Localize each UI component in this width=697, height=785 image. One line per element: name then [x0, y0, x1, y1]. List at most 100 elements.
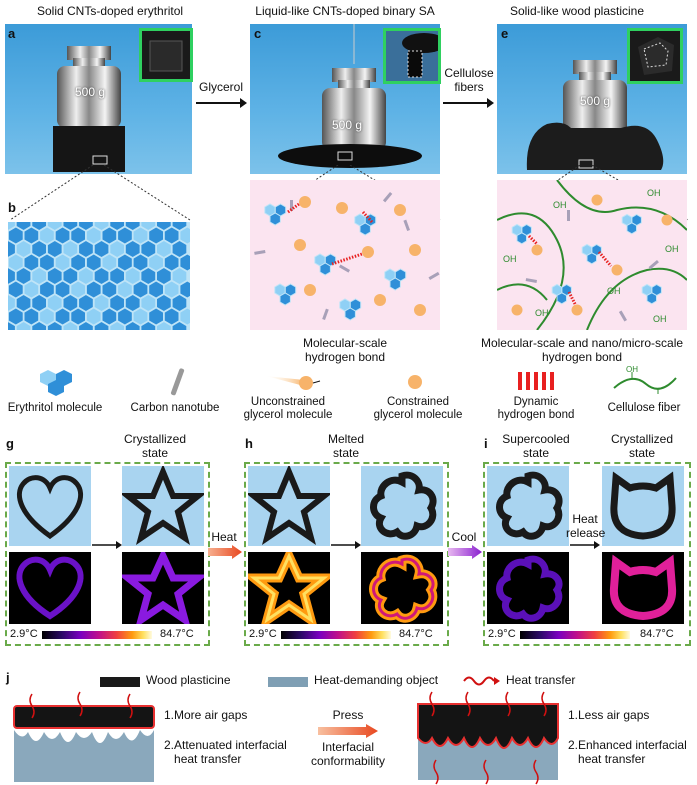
lattice-hex — [140, 239, 157, 259]
label-e: e — [501, 26, 509, 41]
title-e: Solid-like wood plasticine — [509, 4, 645, 18]
lattice-hex — [54, 280, 71, 299]
svg-text:OH: OH — [665, 244, 679, 254]
j-right-2: 2.Enhanced interfacial heat transfer — [568, 738, 687, 766]
lattice-hex — [15, 320, 32, 330]
hydrogen-bond — [527, 234, 539, 246]
lattice-hex — [8, 253, 24, 272]
lattice-hex — [46, 293, 63, 313]
lattice-hex — [156, 222, 172, 232]
lattice-hex — [124, 293, 141, 313]
lattice-hex — [117, 226, 133, 245]
svg-text:OH: OH — [653, 314, 667, 324]
glycerol-molecule — [414, 304, 426, 316]
lattice-hex — [171, 320, 188, 330]
j-left-1: 1.More air gaps — [164, 708, 248, 722]
lattice-hex — [70, 226, 86, 245]
carbon-nanotube — [618, 310, 628, 322]
lattice-hex — [626, 222, 637, 235]
lattice-hex — [39, 226, 55, 245]
lattice-hex — [279, 292, 291, 306]
hydrogen-bond — [361, 210, 374, 224]
lattice-hex — [109, 239, 125, 259]
svg-text:OH: OH — [607, 286, 621, 296]
lattice-hex — [70, 280, 86, 299]
lattice-hex — [85, 226, 102, 245]
carbon-nanotube — [254, 250, 266, 255]
lattice-hex — [148, 307, 164, 326]
legend-erythritol: Erythritol molecule — [7, 402, 103, 414]
lattice-hex — [140, 293, 157, 313]
lattice-hex — [15, 293, 32, 313]
state-h: Melted state — [327, 432, 365, 460]
arrow-cellulose — [443, 98, 494, 108]
hydrogen-bond — [597, 251, 613, 267]
lattice-hex — [70, 307, 86, 326]
weight-label-e: 500 g — [580, 94, 611, 108]
carbon-nanotube — [525, 278, 537, 283]
j-left-interface — [13, 691, 155, 782]
inset-c — [383, 28, 441, 84]
lattice-hex — [269, 212, 281, 226]
lattice-hex — [156, 293, 172, 313]
lattice-hex — [8, 222, 16, 232]
j-legend-heat: Heat transfer — [506, 673, 576, 687]
i-arrow — [570, 541, 600, 549]
lattice-hex — [39, 307, 55, 326]
carbon-nanotube — [648, 260, 659, 270]
j-legend-wood-swatch — [100, 677, 140, 687]
h-colorbar — [281, 631, 391, 639]
lattice-hex — [8, 280, 24, 299]
press-arrow — [318, 724, 378, 738]
i-photo-cat — [602, 466, 684, 546]
lattice-hex — [163, 226, 180, 245]
j-left-2: 2.Attenuated interfacial heat transfer — [164, 738, 287, 766]
lattice-hex — [124, 222, 141, 232]
lattice-hex — [85, 253, 102, 272]
lattice-hex — [8, 307, 24, 326]
i-photo-flower — [487, 466, 569, 546]
lattice-hex — [163, 280, 180, 299]
lattice-hex — [31, 320, 47, 330]
lattice-hex — [31, 239, 47, 259]
schematic-d — [250, 180, 440, 330]
lattice-hex — [78, 320, 94, 330]
j-right-1: 1.Less air gaps — [568, 708, 650, 722]
glycerol-molecule — [304, 284, 316, 296]
lattice-hex — [101, 226, 118, 245]
i-colorbar — [520, 631, 630, 639]
lattice-hex — [171, 293, 188, 313]
i-ir-cat — [602, 552, 684, 624]
carbon-nanotube — [567, 210, 570, 221]
i-tmax: 84.7°C — [640, 628, 674, 640]
lattice-hex — [109, 320, 125, 330]
svg-text:OH: OH — [503, 254, 517, 264]
carbon-nanotube — [382, 192, 393, 203]
lattice-hex — [140, 320, 157, 330]
lattice-hex — [46, 266, 63, 286]
glycerol-molecule — [511, 304, 523, 316]
lattice-hex — [109, 222, 125, 232]
lattice-hex — [54, 307, 71, 326]
cool-label: Cool — [451, 530, 477, 544]
glycerol-molecule — [362, 246, 374, 258]
glycerol-molecule — [394, 204, 406, 216]
glycerol-molecule — [374, 294, 386, 306]
glycerol-molecule — [661, 214, 673, 226]
lattice-hex — [171, 222, 188, 232]
unconstrained-glycerol-icon — [266, 376, 321, 390]
arrow-glycerol-label: Glycerol — [198, 80, 243, 94]
lattice-hex — [78, 266, 94, 286]
label-a: a — [8, 26, 16, 41]
lattice-hex — [8, 226, 24, 245]
lattice-hex — [70, 253, 86, 272]
lattice-hex — [179, 226, 190, 245]
lattice-hex — [93, 266, 110, 286]
lattice-hex — [124, 239, 141, 259]
erythritol-lattice — [8, 222, 190, 330]
g-colorbar — [42, 631, 152, 639]
lattice-hex — [62, 222, 79, 232]
